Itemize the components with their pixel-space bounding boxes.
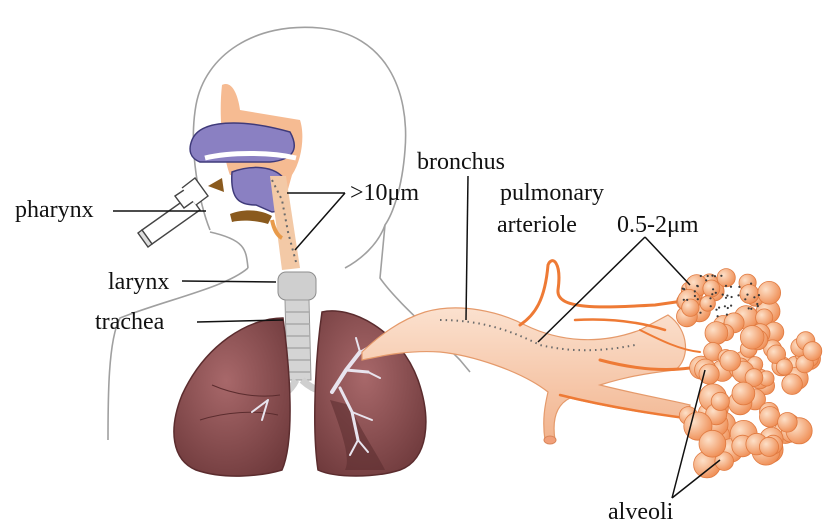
alveolus-sac [740,285,759,304]
deposited-particle [715,292,717,294]
label-size-large: >10μm [350,181,419,205]
deposited-particle [682,288,684,290]
deposited-particle [709,297,711,299]
deposited-particle [727,307,729,309]
deposited-particle [683,299,685,301]
alveolus-sac [776,359,792,375]
deposited-particle [726,295,728,297]
deposited-particle [705,279,707,281]
label-larynx: larynx [108,270,169,294]
deposited-particle [707,275,709,277]
deposited-particle [758,294,760,296]
alveolus-sac [759,437,778,456]
bronchus-leader [466,176,468,320]
alveolus-sac [720,350,741,371]
alveoli-clusters [677,269,822,478]
deposited-particle [731,296,733,298]
deposited-particle [744,298,746,300]
deposited-particle [756,303,758,305]
deposited-particle [711,293,713,295]
deposited-particle [715,309,717,311]
deposited-particle [750,283,752,285]
deposited-particle [722,294,724,296]
alveolus-sac [682,299,699,316]
deposited-particle [746,294,748,296]
deposited-particle [697,298,699,300]
label-trachea: trachea [95,310,164,334]
alveolus-sac [711,392,729,410]
alveolus-sac [699,430,726,457]
head-airway [190,84,302,270]
deposited-particle [718,307,720,309]
deposited-particle [730,305,732,307]
deposited-particle [717,315,719,317]
larynx-leader [182,281,276,282]
deposited-particle [700,275,702,277]
deposited-particle [726,314,728,316]
deposited-particle [712,288,714,290]
deposited-particle [725,285,727,287]
deposited-particle [750,308,752,310]
alveolus-sac [778,413,798,433]
alveolus-sac [782,374,803,395]
deposited-particle [737,294,739,296]
deposited-particle [730,286,732,288]
deposited-particle [694,295,696,297]
deposited-particle [694,290,696,292]
alveolus-sac [803,342,822,361]
deposited-particle [724,305,726,307]
alveolus-sac [740,326,764,350]
deposited-particle [753,296,755,298]
alveolus-sac [732,382,755,405]
deposited-particle [720,275,722,277]
inhaler-device [138,178,208,247]
deposited-particle [711,275,713,277]
deposited-particle [757,305,759,307]
deposited-particle [696,285,698,287]
deposited-particle [748,307,750,309]
label-pharynx: pharynx [15,198,94,222]
label-bronchus: bronchus [417,150,505,174]
deposited-particle [714,275,716,277]
alveolus-sac [758,281,781,304]
right-lung [174,318,290,476]
deposited-particle [699,312,701,314]
deposited-particle [738,286,740,288]
alveolus-sac [705,322,728,345]
alveolus-sac [700,296,715,311]
deposited-particle [686,299,688,301]
label-arteriole: arteriole [497,213,577,237]
alveolus-sac [717,269,735,287]
label-size-small: 0.5-2μm [617,213,699,237]
deposited-particle [710,305,712,307]
deposited-particle [725,297,727,299]
label-pulmonary: pulmonary [500,181,604,205]
label-alveoli: alveoli [608,500,673,524]
